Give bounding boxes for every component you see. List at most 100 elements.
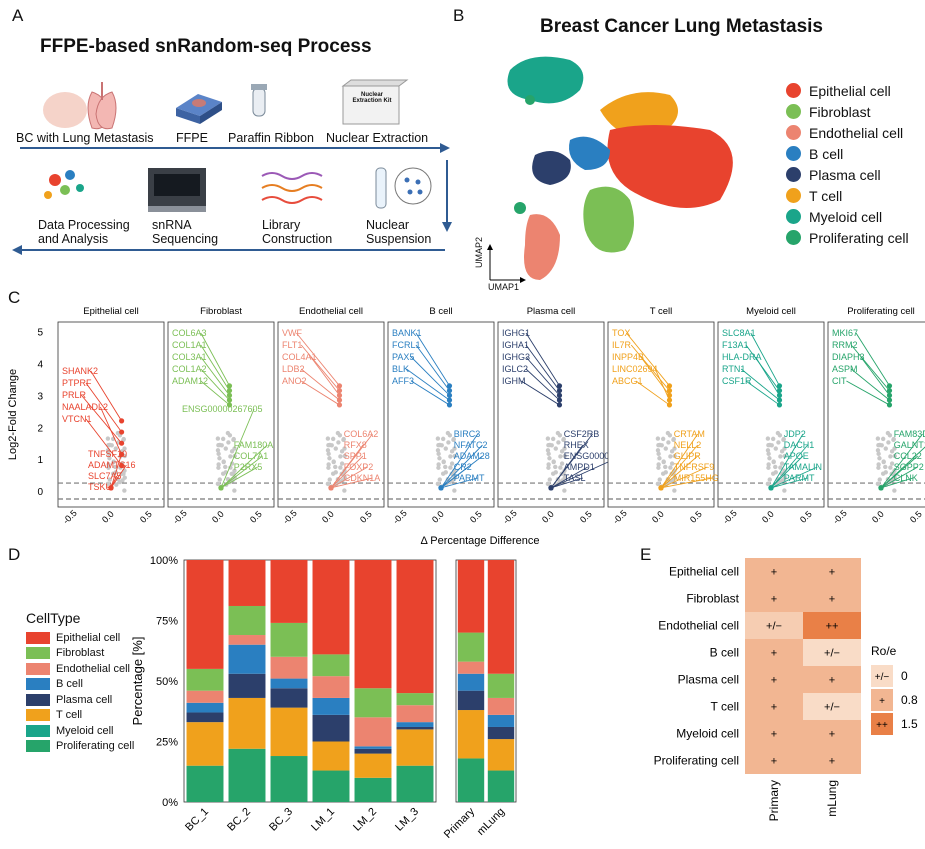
bar-segment <box>487 739 515 771</box>
gene-leader <box>440 433 479 489</box>
volcano-xtick: 0.0 <box>320 509 336 525</box>
gene-point <box>325 436 331 441</box>
panel-a-title: FFPE-based snRandom-seq Process <box>40 36 372 57</box>
gene-label: AMPD1 <box>564 462 595 472</box>
gene-point <box>559 449 565 454</box>
gene-point <box>215 481 221 487</box>
gene-point <box>216 465 221 470</box>
cluster-b <box>569 136 610 170</box>
gene-point <box>546 462 551 467</box>
bar-segment <box>270 688 308 708</box>
roe-legend-symbol: +/− <box>875 672 890 683</box>
gene-point <box>883 464 888 470</box>
heatmap-row-label: Proliferating cell <box>654 754 739 768</box>
gene-point <box>562 475 567 480</box>
gene-point <box>667 433 673 438</box>
gene-label: CDKN1A <box>344 473 381 483</box>
heatmap-cell <box>803 612 861 639</box>
gene-label: SLC8A1 <box>722 328 756 338</box>
gene-label: SGPP2 <box>894 462 924 472</box>
gene-highlight <box>446 397 453 403</box>
gene-point <box>437 456 442 461</box>
gene-highlight <box>336 383 343 389</box>
gene-point <box>876 443 881 448</box>
heatmap-cell-label: +/− <box>824 648 840 660</box>
gene-highlight <box>446 383 453 389</box>
legend-label: Fibroblast <box>809 103 871 120</box>
gene-highlight <box>336 392 343 398</box>
volcano-xtick: 0.5 <box>688 509 704 525</box>
roe-legend-symbol: + <box>879 696 885 707</box>
gene-leader <box>770 433 804 489</box>
gene-highlight <box>556 397 563 403</box>
gene-point <box>448 465 453 470</box>
gene-point <box>435 436 441 441</box>
legend-label: Myeloid cell <box>809 208 883 225</box>
gene-point <box>782 475 787 480</box>
gene-label: CSF1R <box>722 376 752 386</box>
step-library: Library Construction <box>262 218 333 246</box>
gene-label: BIRC3 <box>454 429 481 439</box>
gene-label: ABCG1 <box>612 376 643 386</box>
roe-legend-value: 0.8 <box>901 693 918 707</box>
gene-leader <box>415 344 450 391</box>
gene-leader <box>770 444 809 489</box>
legend-item-2: Endothelial cell <box>786 122 909 143</box>
gene-point <box>326 443 331 448</box>
bar-segment <box>396 722 434 727</box>
gene-point <box>326 465 331 470</box>
gene-point <box>656 465 661 470</box>
gene-point <box>338 465 343 470</box>
gene-point <box>776 440 781 445</box>
gene-point <box>435 481 441 487</box>
gene-point <box>883 446 888 451</box>
celltype-legend-item-7: Proliferating cell <box>26 739 134 755</box>
gene-point <box>216 451 221 457</box>
gene-highlight <box>446 392 453 398</box>
gene-label: LDB2 <box>282 364 305 374</box>
lung-illustration-icon <box>43 82 117 130</box>
legend-dot <box>786 188 801 203</box>
gene-highlight <box>666 387 673 394</box>
gene-label: DACH1 <box>784 440 815 450</box>
step-bc-lung: BC with Lung Metastasis <box>16 131 154 145</box>
gene-point <box>449 449 455 454</box>
legend-label: Endothelial cell <box>809 124 904 141</box>
bar-segment <box>354 560 392 689</box>
gene-point <box>217 456 222 461</box>
cluster-endothelial <box>524 214 560 280</box>
gene-leader <box>755 356 780 396</box>
kit-label: Nuclear Extraction Kit <box>352 92 392 104</box>
gene-leader <box>220 466 258 489</box>
gene-label: LINC02694 <box>612 364 658 374</box>
gene-leader <box>660 433 699 489</box>
facet-6: Myeloid cellSLC8A1F13A1HLA-DRARTN1CSF1RJ… <box>717 306 825 526</box>
gene-highlight <box>119 440 125 446</box>
gene-point <box>766 462 771 467</box>
volcano-xtick: 0.5 <box>248 509 264 525</box>
bar-segment <box>487 560 515 674</box>
gene-leader <box>660 455 699 489</box>
gene-leader <box>660 466 708 489</box>
gene-label: COL1A1 <box>172 340 207 350</box>
gene-point <box>546 465 551 470</box>
volcano-ylabel: Log2-Fold Change <box>7 369 19 460</box>
bar-segment <box>186 560 224 669</box>
step-nuclear-suspension: Nuclear Suspension <box>366 218 432 246</box>
bar-xtick: BC_1 <box>183 806 211 834</box>
panel-label-c: C <box>8 288 21 307</box>
gene-label: COL6A2 <box>344 429 379 439</box>
gene-point <box>559 461 565 466</box>
gene-leader <box>200 344 230 391</box>
gene-point <box>452 488 457 493</box>
gene-point <box>330 436 336 442</box>
bar-ytick: 50% <box>156 676 178 688</box>
facet-7: Proliferating cellMKI67RRM2DIAPH3ASPMCIT… <box>827 306 925 526</box>
gene-label: TASL <box>564 473 586 483</box>
gene-point <box>766 465 771 470</box>
gene-leader <box>200 332 230 387</box>
gene-point <box>767 477 772 482</box>
bar-segment <box>396 705 434 723</box>
volcano-xtick: -0.5 <box>171 508 189 526</box>
heatmap-cell-label: + <box>829 756 835 768</box>
